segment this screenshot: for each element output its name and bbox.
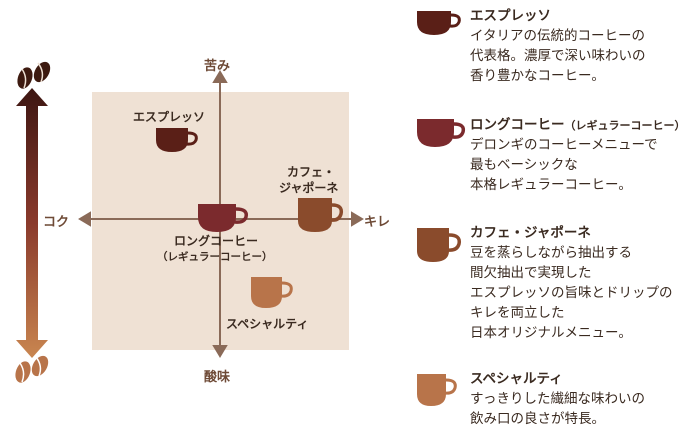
roast-gradient-arrow — [14, 88, 50, 358]
legend-item-long-coffee: ロングコーヒー（レギュラーコーヒー） デロンギのコーヒーメニューで 最もベーシッ… — [416, 117, 700, 195]
legend-desc-line: 飲み口の良さが特長。 — [470, 411, 605, 427]
long-coffee-cup-icon — [197, 203, 249, 237]
axis-label-body: コク — [43, 215, 70, 230]
axis-label-sharpness: キレ — [364, 215, 391, 230]
legend-desc-cafe-japone: 豆を蒸らしながら抽出する 間欠抽出で実現した エスプレッソの旨味とドリップの キ… — [470, 243, 673, 343]
legend-title-espresso: エスプレッソ — [470, 8, 551, 24]
legend-desc-line: エスプレッソの旨味とドリップの — [470, 285, 673, 301]
legend-title-specialty: スペシャルティ — [470, 371, 563, 387]
legend-desc-line: 本格レギュラーコーヒー。 — [470, 177, 632, 193]
legend-desc-line: 香り豊かなコーヒー。 — [470, 68, 605, 84]
long-coffee-cup-icon — [416, 118, 466, 152]
legend-title-long-coffee-sub: （レギュラーコーヒー） — [564, 119, 686, 132]
legend-title-long-coffee: ロングコーヒー（レギュラーコーヒー） — [470, 117, 686, 134]
legend-desc-line: 豆を蒸らしながら抽出する — [470, 245, 632, 261]
legend-desc-line: イタリアの伝統的コーヒーの — [470, 28, 645, 44]
legend-desc-line: デロンギのコーヒーメニューで — [470, 137, 658, 153]
legend-desc-line: キレを両立した — [470, 305, 565, 321]
espresso-cup-icon — [155, 126, 199, 158]
map-label-espresso: エスプレッソ — [133, 110, 206, 124]
legend-desc-line: 最もベーシックな — [470, 157, 578, 173]
map-label-long-coffee-1: ロングコーヒー — [174, 234, 259, 248]
specialty-cup-icon — [250, 276, 294, 314]
axis-label-bitterness: 苦み — [204, 59, 231, 74]
map-label-specialty: スペシャルティ — [226, 317, 309, 331]
legend-title-long-coffee-main: ロングコーヒー — [470, 117, 565, 133]
legend-desc-line: 日本オリジナルメニュー。 — [470, 325, 632, 341]
legend-item-espresso: エスプレッソ イタリアの伝統的コーヒーの 代表格。濃厚で深い味わいの 香り豊かな… — [416, 8, 696, 84]
legend-desc-specialty: すっきりした繊細な味わいの 飲み口の良さが特長。 — [470, 389, 645, 429]
legend-desc-line: すっきりした繊細な味わいの — [470, 391, 645, 407]
cafe-japone-cup-icon — [297, 197, 345, 237]
legend-item-specialty: スペシャルティ すっきりした繊細な味わいの 飲み口の良さが特長。 — [416, 371, 696, 429]
cafe-japone-cup-icon — [416, 227, 462, 267]
legend-desc-espresso: イタリアの伝統的コーヒーの 代表格。濃厚で深い味わいの 香り豊かなコーヒー。 — [470, 26, 646, 86]
coffee-beans-dark-icon — [12, 58, 56, 92]
specialty-cup-icon — [416, 373, 458, 411]
map-label-cafe-japone-1: カフェ・ — [287, 165, 336, 179]
map-label-long-coffee-2: （レギュラーコーヒー） — [157, 251, 273, 263]
legend-desc-long-coffee: デロンギのコーヒーメニューで 最もベーシックな 本格レギュラーコーヒー。 — [470, 135, 658, 195]
coffee-beans-light-icon — [10, 352, 54, 386]
axis-label-acidity: 酸味 — [204, 370, 231, 385]
legend-desc-line: 間欠抽出で実現した — [470, 265, 592, 281]
espresso-cup-icon — [416, 10, 462, 40]
legend-item-cafe-japone: カフェ・ジャポーネ 豆を蒸らしながら抽出する 間欠抽出で実現した エスプレッソの… — [416, 225, 700, 345]
legend-title-cafe-japone: カフェ・ジャポーネ — [470, 225, 591, 241]
map-label-cafe-japone-2: ジャポーネ — [279, 181, 339, 195]
legend-desc-line: 代表格。濃厚で深い味わいの — [470, 48, 646, 64]
